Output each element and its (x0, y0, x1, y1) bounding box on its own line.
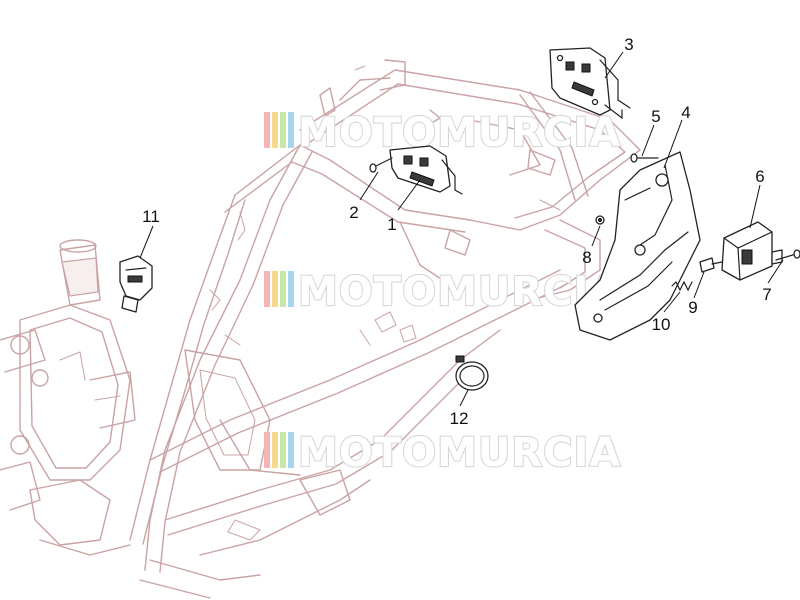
part-4-bracket (574, 151, 701, 341)
callout-labels: 1 2 3 4 5 6 7 8 9 10 11 12 (142, 35, 772, 428)
part-8-nut (595, 215, 605, 225)
callout-7: 7 (762, 285, 771, 304)
part-11-clamp (119, 255, 153, 313)
part-3-hinge-plate (549, 47, 631, 120)
callout-8: 8 (582, 248, 591, 267)
part-10-spring (671, 280, 693, 292)
part-1-hinge-plate (389, 145, 463, 195)
callout-1: 1 (387, 215, 396, 234)
watermark-stripes-icon (264, 271, 294, 307)
part-12-hose-clamp (455, 355, 489, 391)
callout-5: 5 (651, 107, 660, 126)
watermark-text: MOTOMURCIA (298, 110, 621, 156)
part-6-actuator (721, 221, 783, 281)
watermark-text: MOTOMURCIA (298, 269, 621, 315)
watermark-bottom: MOTOMURCIA (264, 429, 621, 477)
part-5-bolt (630, 153, 659, 163)
callout-3: 3 (624, 35, 633, 54)
watermark-top: MOTOMURCIA (264, 109, 621, 157)
callout-12: 12 (450, 409, 469, 428)
callout-6: 6 (755, 167, 764, 186)
callout-4: 4 (681, 103, 690, 122)
watermark-stripes-icon (264, 432, 294, 468)
part-2-screw (369, 157, 393, 173)
callout-10: 10 (652, 315, 671, 334)
part-7-screw (775, 249, 800, 261)
leader-lines (139, 51, 784, 407)
part-9-adjuster (699, 257, 723, 273)
callout-9: 9 (688, 298, 697, 317)
watermark-text: MOTOMURCIA (298, 430, 621, 476)
callout-2: 2 (349, 203, 358, 222)
watermark-middle: MOTOMURCIA (264, 268, 621, 316)
watermark-stripes-icon (264, 112, 294, 148)
callout-11: 11 (142, 207, 160, 226)
scooter-frame (0, 59, 641, 599)
